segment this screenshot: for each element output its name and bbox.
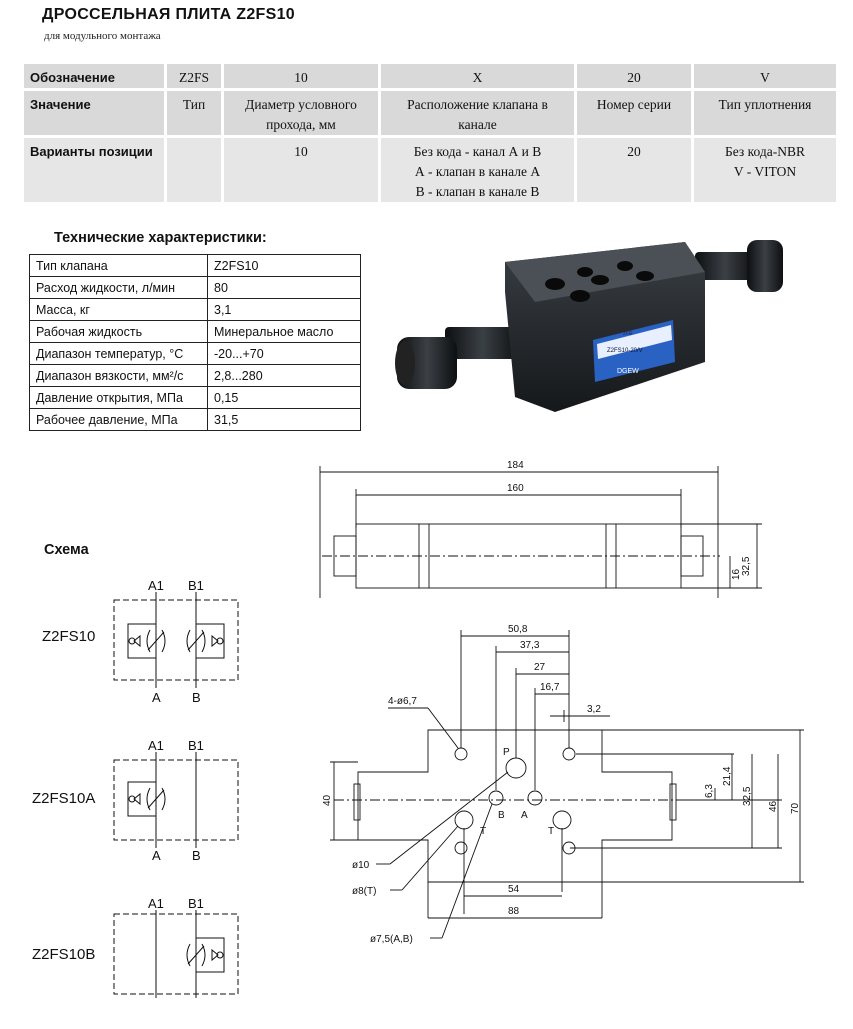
dim-32-5b: 32,5	[742, 786, 753, 806]
page-subtitle: для модульного монтажа	[44, 30, 161, 42]
dim-3-2: 3,2	[587, 704, 601, 715]
designation-table: Обозначение Z2FS 10 X 20 V Значение Тип …	[24, 64, 836, 202]
designation-cell: Без кода-NBR V - VITON	[694, 138, 836, 202]
plate-small-label: ZFE	[623, 331, 633, 337]
designation-row-label: Обозначение	[24, 64, 164, 88]
spec-key: Расход жидкости, л/мин	[29, 276, 208, 299]
port-label: A	[152, 848, 161, 863]
table-row: Диапазон температур, °С-20...+70	[29, 342, 361, 365]
dim-16: 16	[731, 568, 742, 580]
adjust-screw-left	[445, 327, 520, 359]
callout-d8t: ø8(T)	[352, 886, 376, 897]
dim-50-8: 50,8	[508, 624, 528, 635]
dim-16-7: 16,7	[540, 682, 560, 693]
port-a: A	[521, 810, 528, 821]
designation-cell: Тип уплотнения	[694, 91, 836, 135]
designation-cell: Расположение клапана в канале	[381, 91, 574, 135]
designation-cell	[167, 138, 221, 202]
port-t2: T	[548, 826, 554, 837]
knob-right	[747, 240, 783, 292]
scheme-label: Z2FS10A	[32, 790, 96, 807]
designation-cell: Тип	[167, 91, 221, 135]
dim-88: 88	[508, 906, 520, 917]
spec-key: Диапазон вязкости, мм²/с	[29, 364, 208, 387]
product-photo: ZFE Z2FS10-20/V DGEW	[395, 240, 783, 412]
spec-value: Минеральное масло	[207, 320, 361, 343]
spec-value: 2,8...280	[207, 364, 361, 387]
designation-cell: 20	[577, 64, 691, 88]
scheme-label: Z2FS10	[42, 628, 96, 645]
side-view-drawing: 184 160 32,5 16	[319, 460, 762, 598]
dim-32-5: 32,5	[741, 556, 752, 576]
port-label: A1	[148, 738, 164, 753]
port-label: A1	[148, 896, 164, 911]
spec-key: Рабочее давление, МПа	[29, 408, 208, 431]
dim-184: 184	[507, 460, 524, 471]
scheme-title: Схема	[44, 542, 89, 558]
dim-54: 54	[508, 884, 520, 895]
callout-d10: ø10	[352, 860, 370, 871]
designation-cell: Номер серии	[577, 91, 691, 135]
dim-70: 70	[790, 802, 801, 814]
spec-value: 80	[207, 276, 361, 299]
designation-cell: Z2FS	[167, 64, 221, 88]
designation-cell: 20	[577, 138, 691, 202]
spec-key: Рабочая жидкость	[29, 320, 208, 343]
designation-row-label: Варианты позиции	[24, 138, 164, 202]
designation-cell: V	[694, 64, 836, 88]
plate-model-label: Z2FS10-20/V	[607, 348, 643, 354]
port-label: B1	[188, 578, 204, 593]
dim-46: 46	[768, 800, 779, 812]
specs-title: Технические характеристики:	[54, 230, 267, 246]
designation-cell: 10	[224, 64, 378, 88]
port-t1: T	[480, 826, 486, 837]
port-label: A	[152, 690, 161, 705]
plate-brand-label: DGEW	[617, 368, 639, 375]
adjust-screw-right	[695, 252, 755, 280]
spec-key: Тип клапана	[29, 254, 208, 277]
port-label: B	[192, 690, 201, 705]
spec-value: 3,1	[207, 298, 361, 321]
scheme-symbol-z2fs10a	[113, 752, 239, 848]
top-view-drawing: P B A T T 50,8 37,3 27 16,7 3,2 4-ø6,7 6…	[322, 624, 804, 945]
dim-6-3: 6,3	[704, 784, 715, 798]
spec-value: 0,15	[207, 386, 361, 409]
port-label: B1	[188, 738, 204, 753]
port-label: A1	[148, 578, 164, 593]
dim-27: 27	[534, 662, 546, 673]
scheme-symbol-z2fs10b	[113, 910, 239, 998]
spec-key: Давление открытия, МПа	[29, 386, 208, 409]
designation-cell: Диаметр условного прохода, мм	[224, 91, 378, 135]
spec-value: -20...+70	[207, 342, 361, 365]
designation-cell: 10	[224, 138, 378, 202]
designation-cell: Без кода - канал А и В А - клапан в кана…	[381, 138, 574, 202]
dim-40: 40	[322, 794, 333, 806]
callout-d7-5: ø7,5(A,B)	[370, 934, 413, 945]
spec-key: Диапазон температур, °С	[29, 342, 208, 365]
designation-row-label: Значение	[24, 91, 164, 135]
dim-160: 160	[507, 483, 524, 494]
dim-21-4: 21,4	[722, 766, 733, 786]
scheme-symbol-z2fs10	[113, 592, 239, 688]
port-label: B1	[188, 896, 204, 911]
spec-value: Z2FS10	[207, 254, 361, 277]
dim-holes-4: 4-ø6,7	[388, 696, 417, 707]
port-b: B	[498, 810, 505, 821]
scheme-label: Z2FS10B	[32, 946, 96, 963]
spec-value: 31,5	[207, 408, 361, 431]
port-p: P	[503, 747, 510, 758]
dim-37-3: 37,3	[520, 640, 540, 651]
designation-cell: X	[381, 64, 574, 88]
page-title: ДРОССЕЛЬНАЯ ПЛИТА Z2FS10	[42, 6, 295, 23]
port-label: B	[192, 848, 201, 863]
spec-key: Масса, кг	[29, 298, 208, 321]
